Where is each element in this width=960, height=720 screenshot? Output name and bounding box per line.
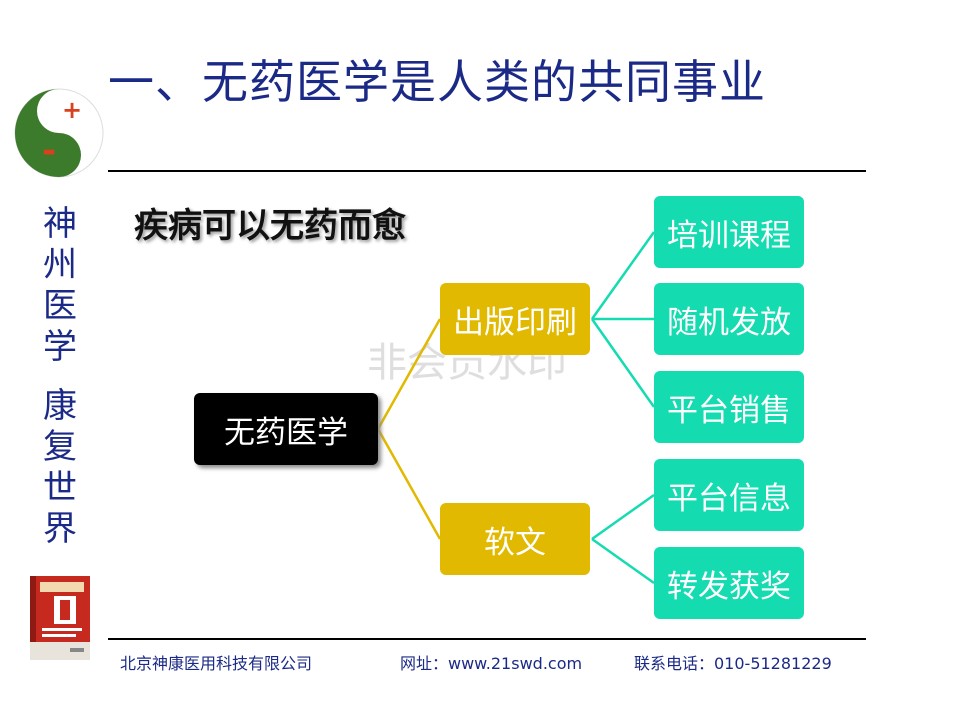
node-root: 无药医学 bbox=[194, 393, 378, 465]
logo-minus: - bbox=[42, 131, 56, 171]
slogan-char: 界 bbox=[43, 509, 77, 549]
connector-line bbox=[591, 537, 655, 585]
book-cover-image bbox=[30, 576, 90, 660]
page-title: 一、无药医学是人类的共同事业 bbox=[108, 55, 766, 109]
footer-company: 北京神康医用科技有限公司 bbox=[120, 654, 313, 673]
logo-icon: + - bbox=[14, 88, 104, 178]
node-leaf: 培训课程 bbox=[654, 196, 804, 268]
slogan-char: 神 bbox=[43, 204, 77, 244]
slogan-char: 医 bbox=[43, 286, 77, 326]
footer-divider bbox=[108, 638, 866, 640]
slogan-char: 复 bbox=[43, 427, 77, 467]
node-leaf: 平台销售 bbox=[654, 371, 804, 443]
subtitle: 疾病可以无药而愈 bbox=[134, 206, 406, 246]
connector-line bbox=[591, 493, 655, 541]
node-leaf: 随机发放 bbox=[654, 283, 804, 355]
slogan-char: 学 bbox=[43, 327, 77, 367]
connector-line bbox=[376, 318, 442, 430]
footer-phone: 联系电话：010-51281229 bbox=[634, 654, 832, 673]
slogan-char: 康 bbox=[43, 386, 77, 426]
footer-website: 网址：www.21swd.com bbox=[400, 654, 583, 673]
footer: 北京神康医用科技有限公司 网址：www.21swd.com 联系电话：010-5… bbox=[120, 650, 860, 674]
node-leaf: 转发获奖 bbox=[654, 547, 804, 619]
connector-line bbox=[590, 318, 656, 408]
slogan-char: 世 bbox=[43, 468, 77, 508]
slogan-char: 州 bbox=[43, 245, 77, 285]
connector-line bbox=[376, 428, 442, 540]
vertical-slogan: 神 州 医 学 康 复 世 界 bbox=[36, 204, 84, 550]
node-branch: 出版印刷 bbox=[440, 283, 590, 355]
logo-plus: + bbox=[62, 96, 82, 124]
node-branch: 软文 bbox=[440, 503, 590, 575]
node-leaf: 平台信息 bbox=[654, 459, 804, 531]
connector-line bbox=[590, 231, 656, 320]
title-divider bbox=[108, 170, 866, 172]
